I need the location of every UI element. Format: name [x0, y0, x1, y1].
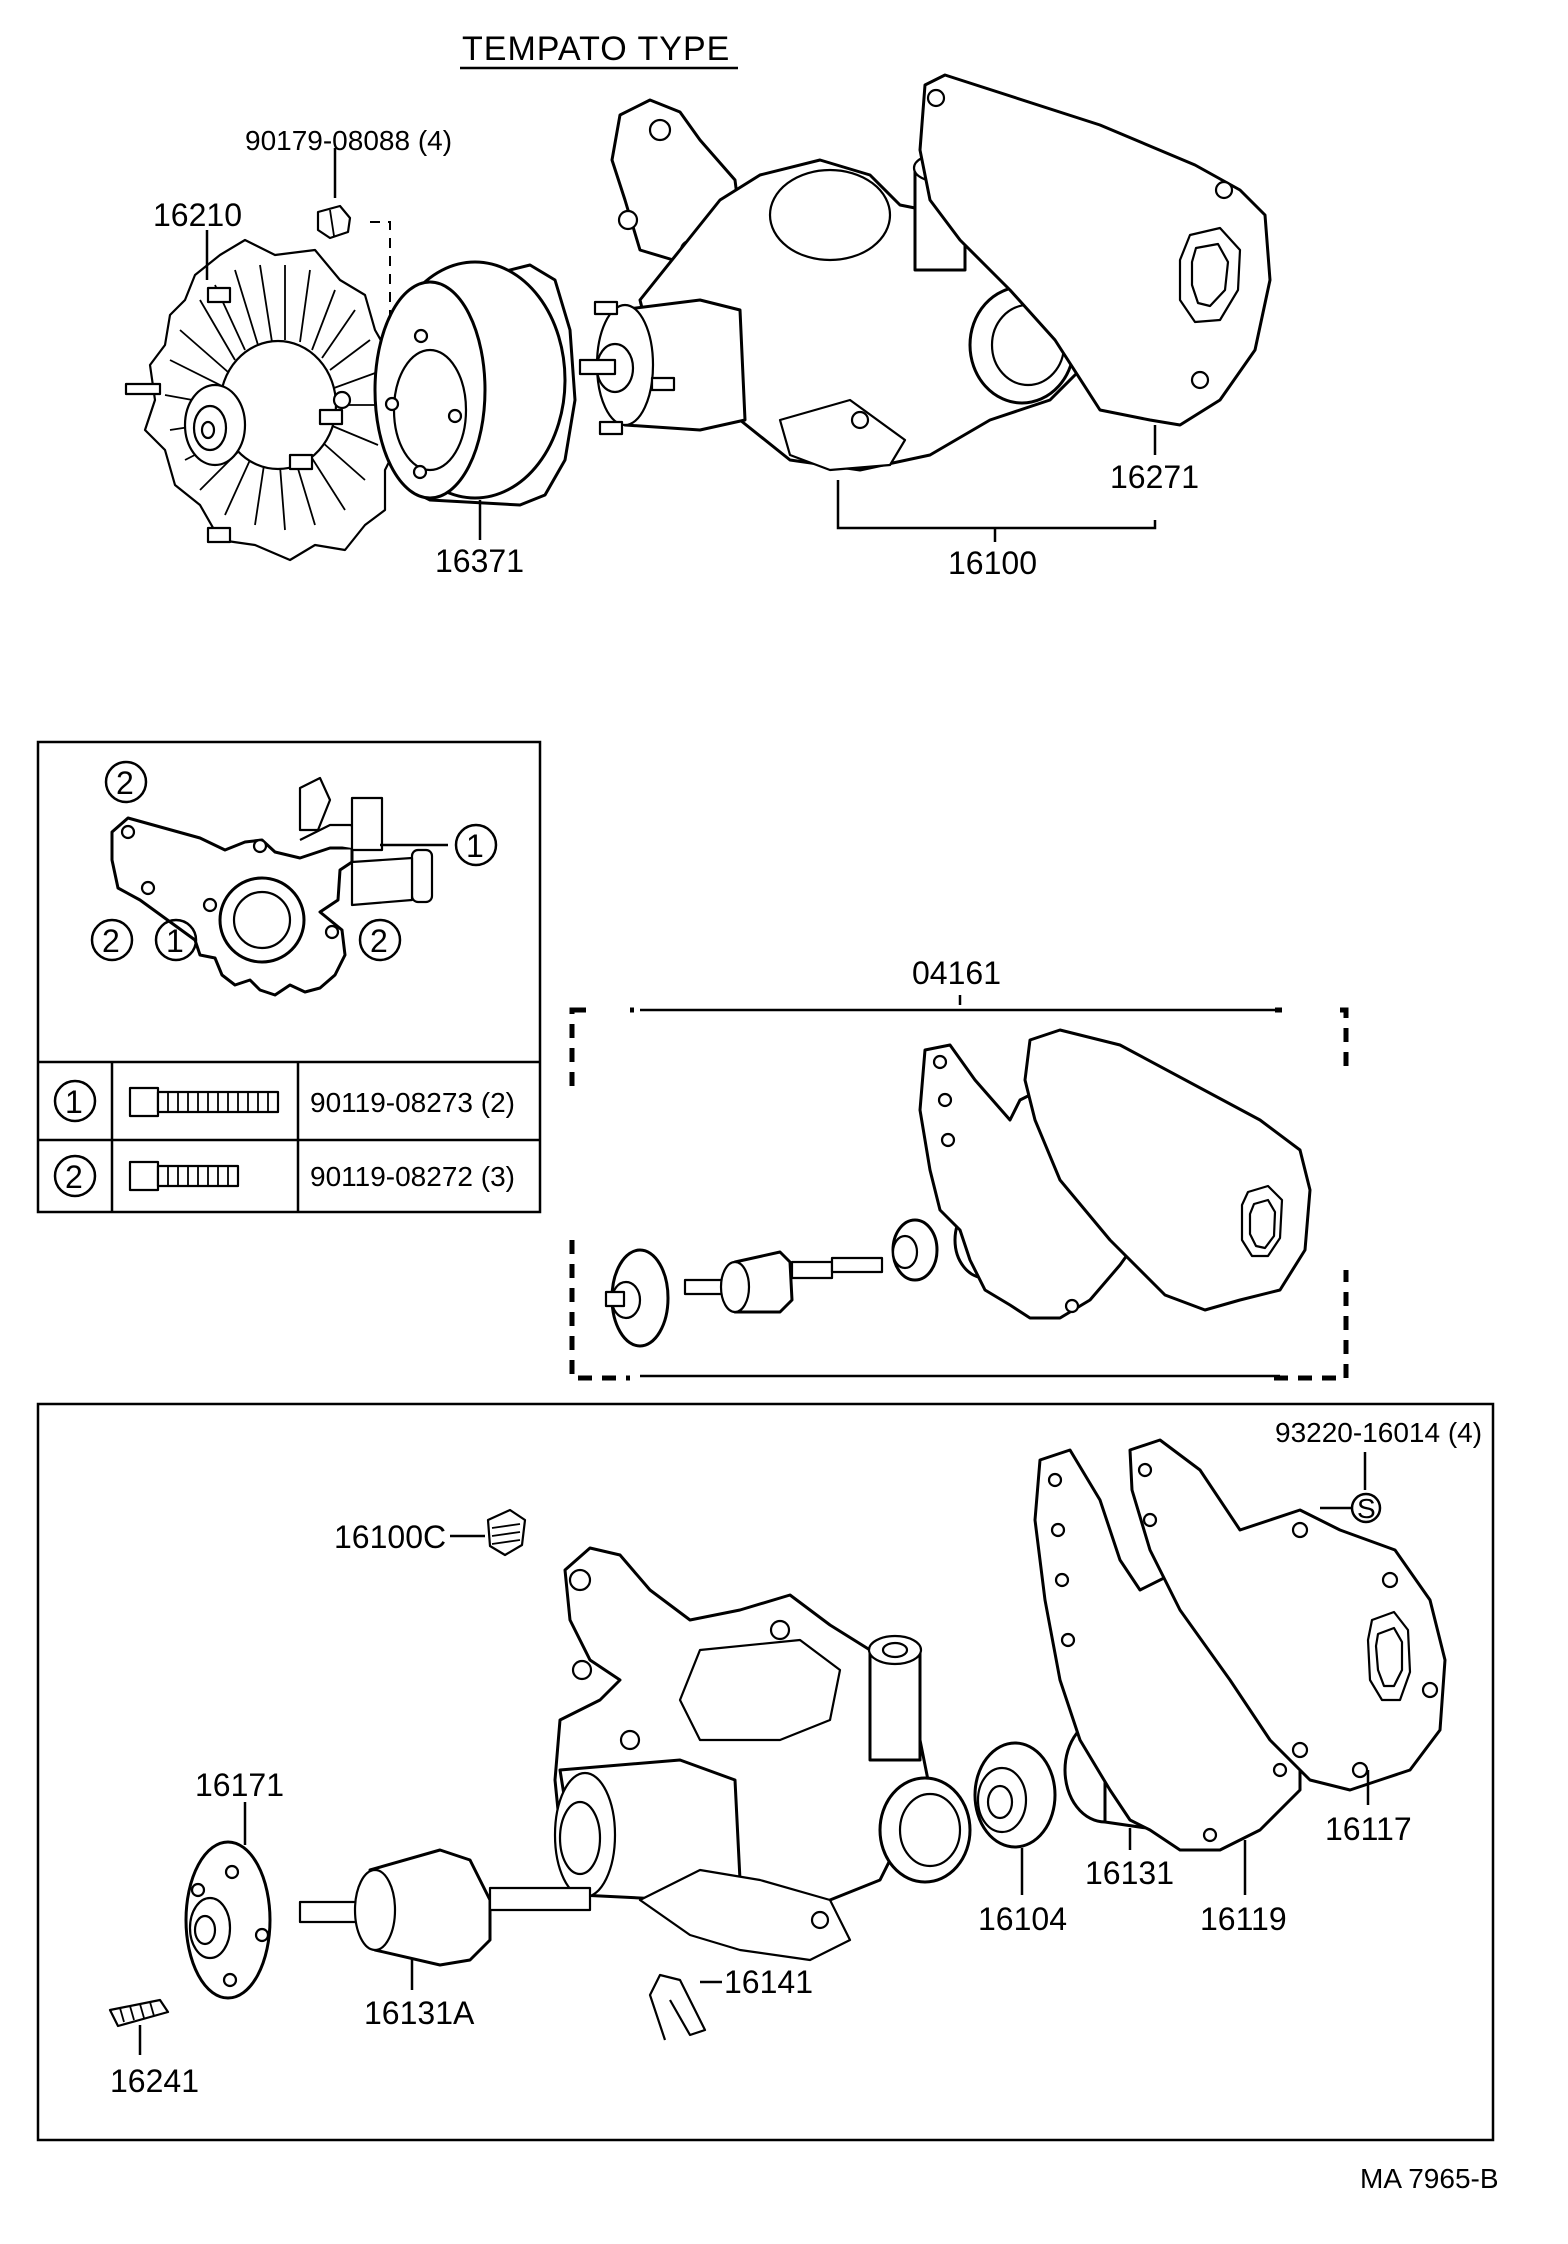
- svg-text:2: 2: [102, 923, 120, 959]
- svg-text:2: 2: [116, 765, 134, 801]
- pulley-16371: [373, 260, 577, 507]
- svg-text:1: 1: [65, 1084, 83, 1120]
- label-04161: 04161: [912, 955, 1001, 991]
- label-16131A: 16131A: [364, 1995, 475, 2031]
- label-16271: 16271: [1110, 459, 1199, 495]
- label-16171: 16171: [195, 1767, 284, 1803]
- fan-clutch-16210: [124, 238, 402, 562]
- marker-2-right: 2: [358, 918, 402, 962]
- label-16100: 16100: [948, 545, 1037, 581]
- label-16119: 16119: [1200, 1901, 1287, 1937]
- marker-1-left: 1: [154, 918, 198, 962]
- bolt-table-row-1: 1 90119-08273 (2): [53, 1079, 515, 1123]
- svg-text:1: 1: [166, 923, 184, 959]
- marker-2-left: 2: [90, 918, 134, 962]
- label-16210: 16210: [153, 197, 242, 233]
- gasket-16271: [918, 73, 1272, 427]
- exploded-box: [36, 1402, 1495, 2142]
- symbol-s-marker: S: [1350, 1492, 1382, 1524]
- diagram-code: MA 7965-B: [1360, 2163, 1499, 2194]
- exploded-parts: [108, 1438, 1447, 2041]
- leader-pump-assy: [836, 480, 1157, 530]
- svg-text:S: S: [1357, 1493, 1376, 1524]
- svg-text:2: 2: [370, 923, 388, 959]
- bolt-table-box: [36, 740, 542, 1214]
- label-93220-16014: 93220-16014 (4): [1275, 1417, 1482, 1448]
- label-16117: 16117: [1325, 1811, 1412, 1847]
- bolt-part-90119-08273: 90119-08273 (2): [310, 1087, 515, 1118]
- marker-1-right: 1: [454, 823, 498, 867]
- label-16100C: 16100C: [334, 1519, 446, 1555]
- marker-2-topleft: 2: [104, 760, 148, 804]
- kit-parts: [604, 1028, 1312, 1348]
- label-16104: 16104: [978, 1901, 1067, 1937]
- diagram-title: TEMPATO TYPE: [462, 30, 730, 68]
- label-16371: 16371: [435, 543, 524, 579]
- label-90179-08088: 90179-08088 (4): [245, 125, 452, 156]
- svg-text:2: 2: [65, 1159, 83, 1195]
- label-16141: 16141: [724, 1964, 813, 2000]
- bolt-table-row-2: 2 90119-08272 (3): [53, 1154, 515, 1198]
- pump-outline-sketch: [110, 776, 448, 997]
- svg-text:1: 1: [466, 828, 484, 864]
- label-16241: 16241: [110, 2063, 199, 2099]
- label-16131: 16131: [1085, 1855, 1174, 1891]
- bolt-part-90119-08272: 90119-08272 (3): [310, 1161, 515, 1192]
